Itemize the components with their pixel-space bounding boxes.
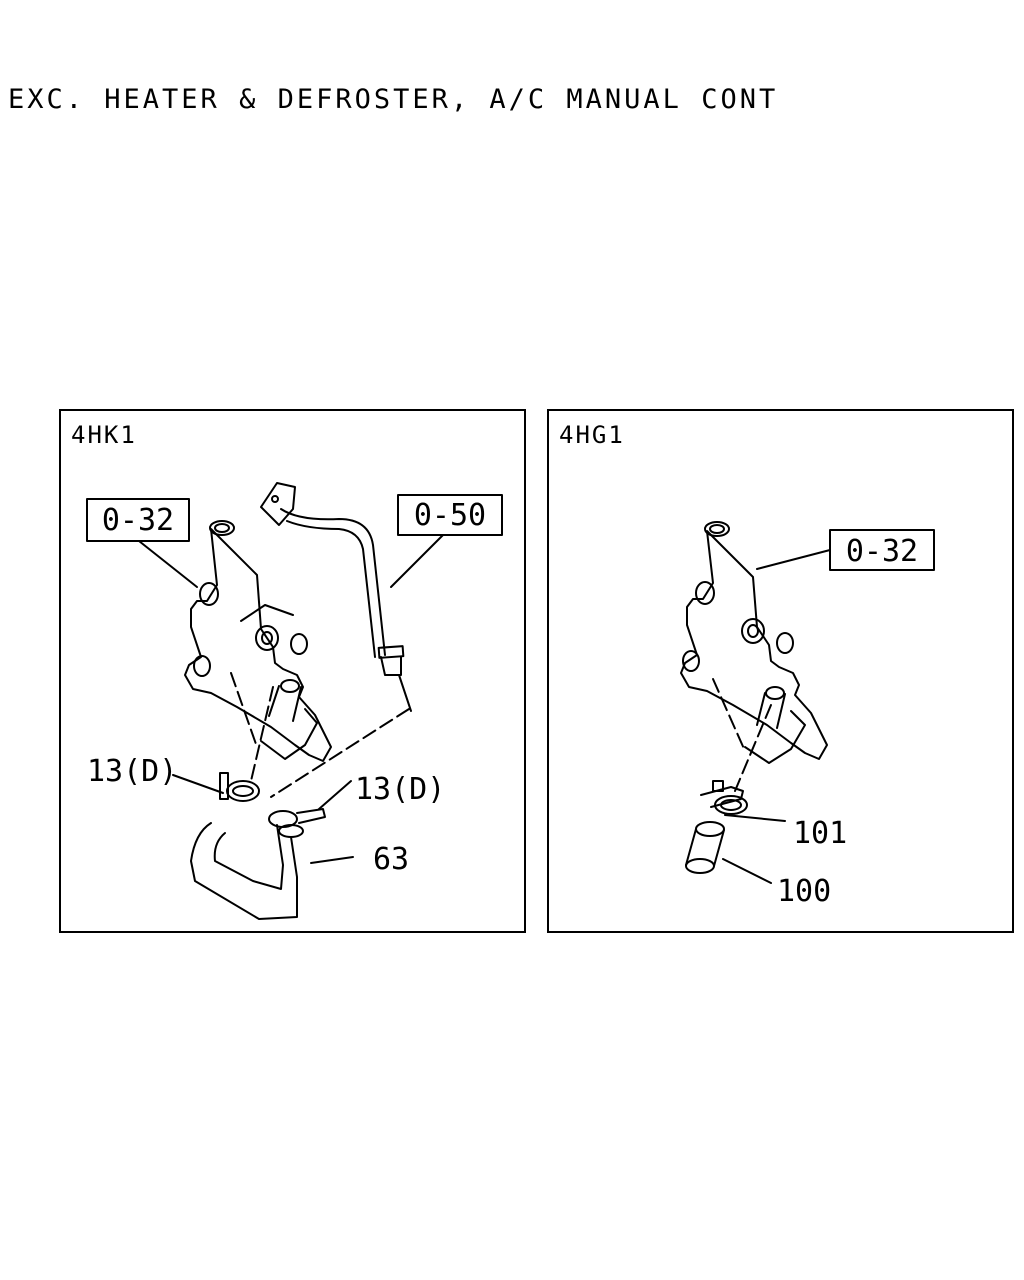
callout-0-50: 0-50: [414, 498, 486, 533]
hose-clamp-right: [700, 780, 748, 815]
water-hose-right: [685, 821, 725, 874]
parts-drawing-4hk1: 0-32 0-50 13(D) 13(D) 63: [86, 482, 503, 920]
callout-box-0-50: [397, 494, 503, 536]
callout-13d-b: 13(D): [355, 772, 445, 807]
callout-101: 101: [793, 816, 847, 851]
callout-0-32-right: 0-32: [846, 534, 918, 569]
water-hose: [190, 822, 304, 920]
water-outlet-housing-right: [680, 521, 828, 764]
callout-13d-a: 13(D): [87, 754, 177, 789]
callout-63: 63: [373, 842, 409, 877]
panel-4hk1: 4HK1: [59, 409, 526, 933]
callout-100: 100: [777, 874, 831, 909]
hose-clamp-a: [219, 772, 260, 802]
panel-4hg1: 4HG1: [547, 409, 1014, 933]
water-outlet-housing: [184, 520, 332, 762]
panel-label-4hg1: 4HG1: [559, 421, 625, 449]
diagram-title: EXC. HEATER & DEFROSTER, A/C MANUAL CONT: [8, 84, 779, 115]
panel-label-4hk1: 4HK1: [71, 421, 137, 449]
callout-0-32: 0-32: [102, 503, 174, 538]
parts-drawing-4hg1: 0-32 101 100: [680, 521, 935, 909]
bypass-pipe: [260, 482, 405, 676]
